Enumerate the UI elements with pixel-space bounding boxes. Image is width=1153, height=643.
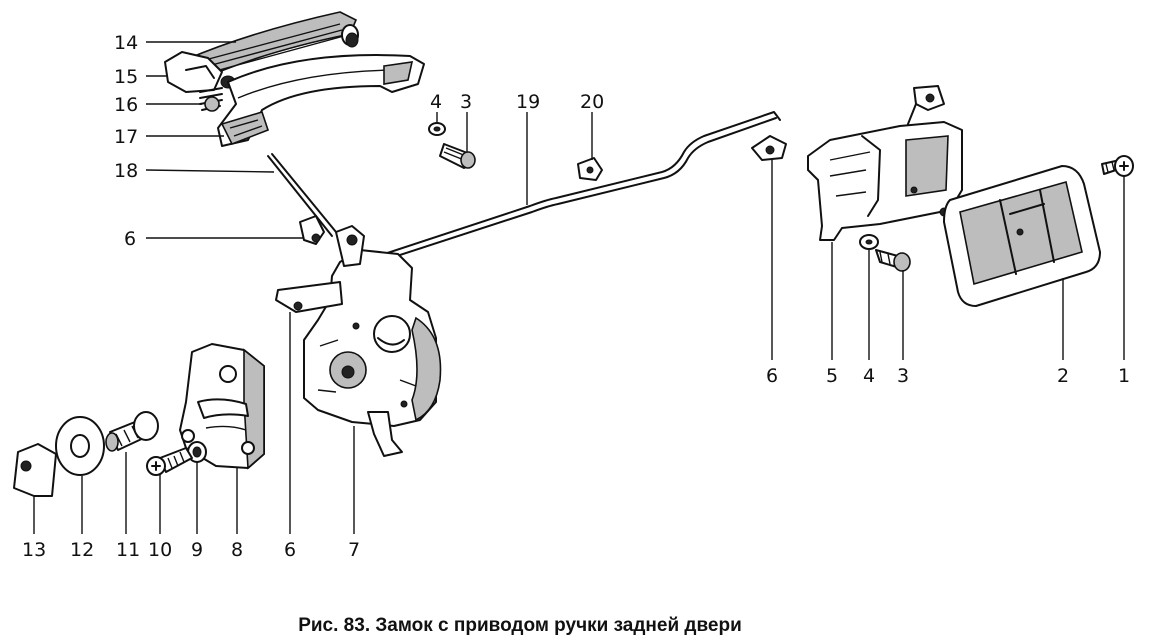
label-3-upper: 3: [460, 91, 472, 113]
label-4-upper: 4: [430, 91, 442, 113]
label-11: 11: [116, 539, 140, 561]
label-4-right: 4: [863, 365, 875, 387]
label-1: 1: [1118, 365, 1130, 387]
rod-part-19: [359, 111, 781, 269]
label-6-right: 6: [766, 365, 778, 387]
striker-plate-part-8: [179, 343, 265, 470]
label-8: 8: [231, 539, 243, 561]
washer-part-12: [55, 416, 105, 476]
label-6-upper: 6: [124, 228, 136, 250]
label-7: 7: [348, 539, 360, 561]
handle-spring-part-16: [199, 87, 223, 112]
label-5: 5: [826, 365, 838, 387]
rod-clip-part-6-right: [751, 135, 787, 161]
handle-housing-part-5: [807, 85, 963, 241]
escutcheon-part-2: [943, 165, 1101, 307]
washer-part-4-right: [859, 234, 879, 250]
outside-handle-body-part-17: [217, 54, 425, 147]
rod-clip-part-6-upper: [299, 215, 325, 245]
label-3-right: 3: [897, 365, 909, 387]
label-12: 12: [70, 539, 94, 561]
label-6-lower: 6: [284, 539, 296, 561]
plate-part-13: [13, 443, 57, 497]
label-14: 14: [114, 32, 138, 54]
label-13: 13: [22, 539, 46, 561]
label-15: 15: [114, 66, 138, 88]
screw-part-1: [1101, 155, 1134, 177]
label-9: 9: [191, 539, 203, 561]
label-17: 17: [114, 126, 138, 148]
label-18: 18: [114, 160, 138, 182]
lock-mechanism-part-7: [275, 225, 442, 457]
handle-end-cap-part-15: [164, 51, 236, 93]
washer-part-4-upper: [428, 122, 446, 136]
label-2: 2: [1057, 365, 1069, 387]
label-16: 16: [114, 94, 138, 116]
rod-clip-part-20: [577, 157, 603, 181]
label-19: 19: [516, 91, 540, 113]
figure-caption: Рис. 83. Замок с приводом ручки задней д…: [298, 615, 742, 636]
bolt-part-11: [105, 411, 159, 452]
label-10: 10: [148, 539, 172, 561]
label-20: 20: [580, 91, 604, 113]
leader-lines: [33, 41, 1125, 534]
bolt-part-3-upper: [439, 143, 476, 169]
screw-part-10: [146, 447, 193, 476]
bolt-part-3-right: [875, 249, 911, 272]
